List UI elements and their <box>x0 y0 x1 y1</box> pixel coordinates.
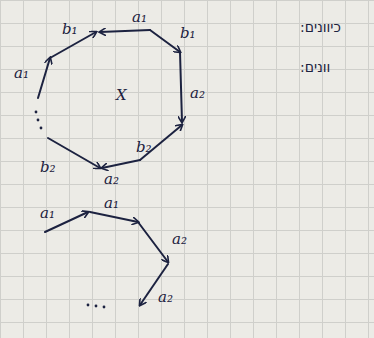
ellipsis-dots <box>35 111 106 309</box>
edge-line <box>100 30 150 32</box>
edge-label: a₂ <box>190 86 205 101</box>
edge-label: a₂ <box>158 290 173 305</box>
edge-label: a₁ <box>40 206 55 221</box>
edge-line <box>150 30 180 52</box>
edge-label: b₁ <box>180 26 196 41</box>
edge-label: a₂ <box>172 232 187 247</box>
edge-label: a₁ <box>132 10 147 25</box>
edge-line <box>90 212 138 222</box>
edge-label: b₂ <box>40 160 56 175</box>
edge-label: a₁ <box>104 196 119 211</box>
edge-label: b₂ <box>136 140 152 155</box>
edge-label: a₂ <box>104 172 119 187</box>
heading-note: כיוונים: <box>300 20 341 34</box>
edge-line <box>48 138 100 168</box>
edge-label: b₁ <box>62 22 78 37</box>
heading-note: וונים: <box>300 60 330 74</box>
edge-line <box>102 160 140 168</box>
edge-line <box>138 222 168 262</box>
edge-line <box>38 58 50 98</box>
region-mark: X <box>116 88 127 103</box>
edge-label: a₁ <box>14 66 29 81</box>
edge-line <box>180 52 182 122</box>
